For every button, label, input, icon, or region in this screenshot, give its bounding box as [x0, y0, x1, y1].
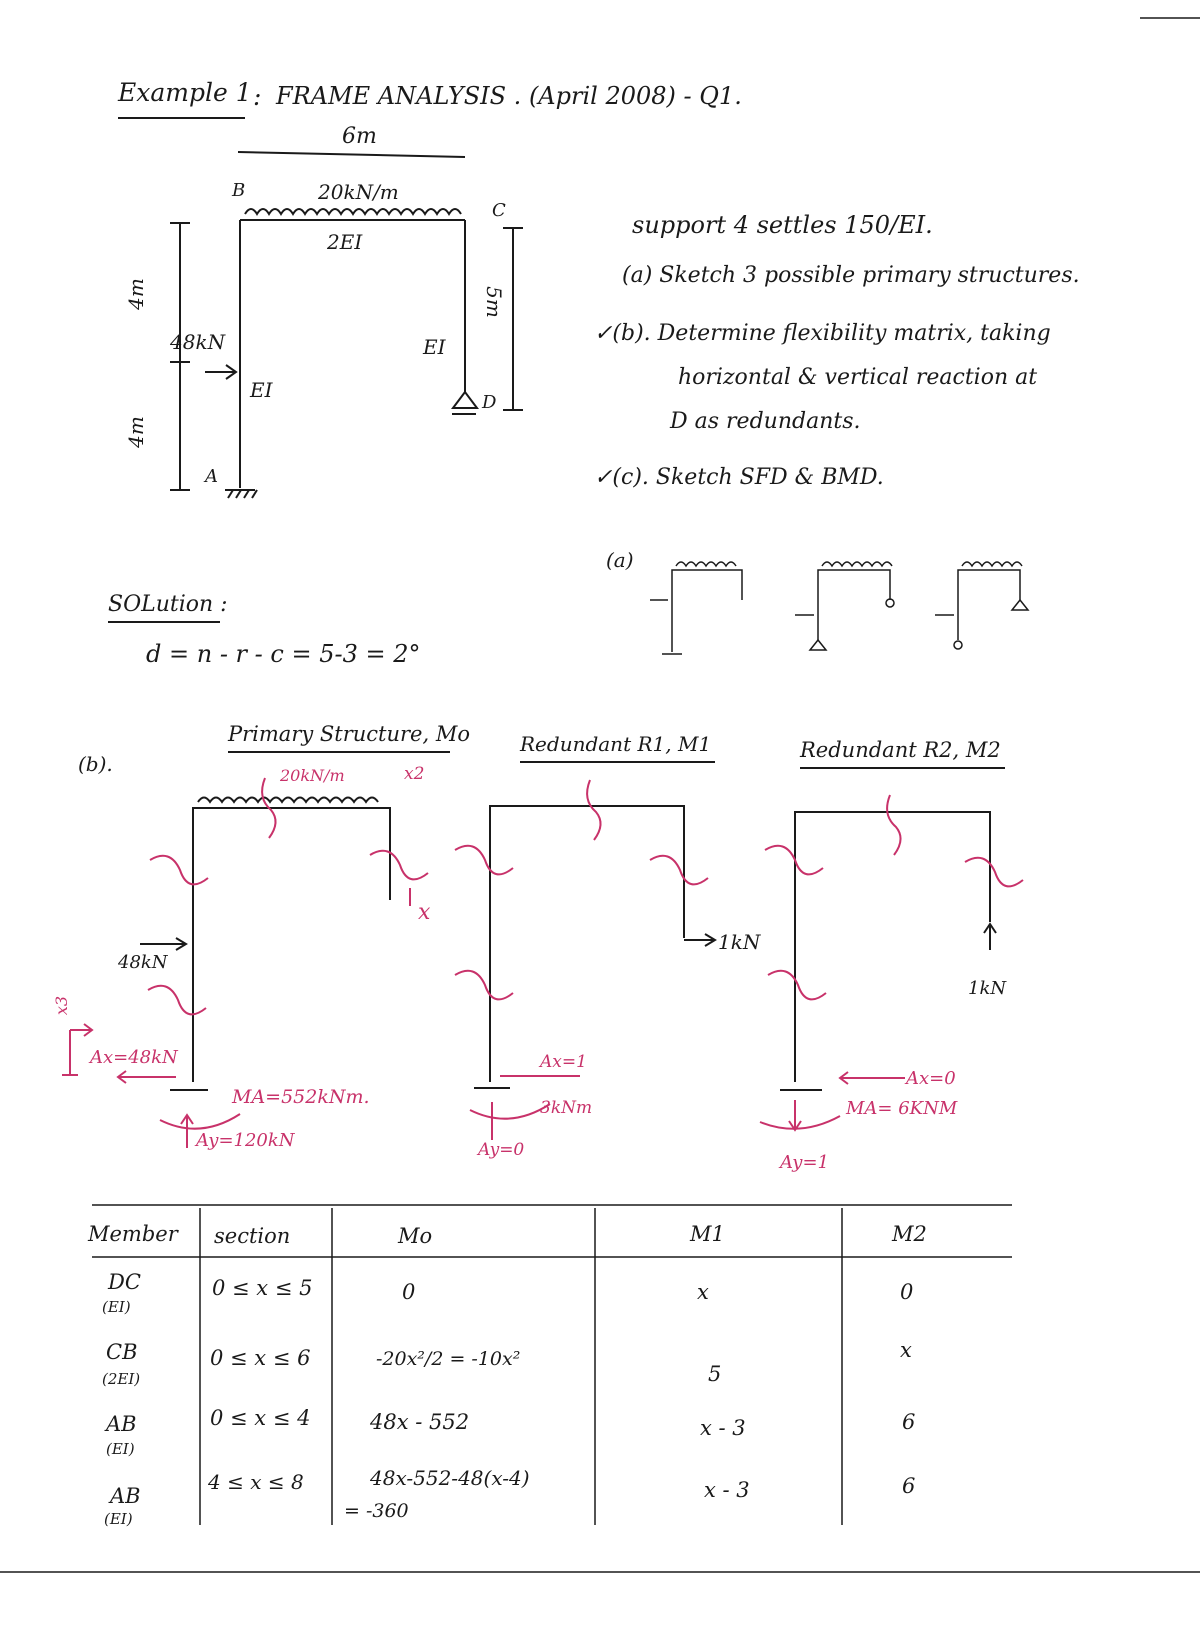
- page-title: FRAME ANALYSIS . (April 2008) - Q1.: [276, 82, 742, 110]
- problem-part-a: (a) Sketch 3 possible primary structures…: [622, 263, 1080, 288]
- row2-stiffness: (2EI): [102, 1370, 141, 1388]
- height-top-label: 4m: [123, 278, 148, 310]
- node-c: C: [492, 200, 506, 221]
- row2-m1: 5: [708, 1362, 722, 1386]
- example-label: Example 1: [118, 78, 252, 107]
- table-header-member: Member: [88, 1222, 178, 1246]
- span-label: 6m: [342, 124, 377, 149]
- row1-mo: 0: [402, 1280, 416, 1304]
- row1-m1: x: [697, 1280, 709, 1304]
- redundant2-frame: [780, 811, 991, 1091]
- dimension-lines: [170, 151, 523, 491]
- row4-member: AB: [110, 1484, 141, 1508]
- row4-mo-result: = -360: [344, 1500, 409, 1522]
- redundant2-title: Redundant R2, M2: [800, 738, 1001, 762]
- node-b: B: [232, 180, 246, 201]
- row2-m2: x: [900, 1338, 912, 1362]
- row3-m1: x - 3: [700, 1416, 746, 1440]
- primary-sketches: [650, 561, 1030, 655]
- redundant1-ma: 3kNm: [540, 1098, 593, 1118]
- table-header-m1: M1: [690, 1222, 725, 1246]
- primary-x3: x3: [52, 995, 72, 1016]
- part-a-label: (a): [606, 548, 634, 572]
- heading-colon: :: [253, 82, 262, 111]
- primary-ma: MA=552kNm.: [232, 1086, 370, 1108]
- unit-loads: [684, 922, 997, 950]
- row3-stiffness: (EI): [106, 1440, 135, 1458]
- row2-member: CB: [106, 1340, 138, 1364]
- primary-x2: x2: [404, 764, 425, 784]
- left-column-stiffness: EI: [250, 378, 273, 402]
- primary-ay: Ay=120kN: [196, 1130, 295, 1151]
- right-column-stiffness: EI: [423, 335, 446, 359]
- moment-annotations: [62, 777, 1024, 1148]
- primary-load-note: 20kN/m: [280, 766, 345, 785]
- primary-ax: Ax=48kN: [90, 1047, 178, 1068]
- primary-title: Primary Structure, Mo: [228, 722, 470, 746]
- table-header-section: section: [214, 1224, 291, 1248]
- redundant2-ma: MA= 6KNM: [846, 1098, 958, 1119]
- primary-x-label: x: [418, 900, 431, 925]
- node-a: A: [205, 466, 218, 487]
- problem-part-b-2: horizontal & vertical reaction at: [678, 365, 1038, 390]
- primary-point-load: 48kN: [118, 952, 168, 973]
- row4-section: 4 ≤ x ≤ 8: [208, 1470, 304, 1494]
- problem-part-b-3: D as redundants.: [670, 409, 861, 434]
- row1-stiffness: (EI): [102, 1298, 131, 1316]
- redundant1-ax: Ax=1: [540, 1052, 587, 1072]
- row2-mo: -20x²/2 = -10x²: [376, 1348, 521, 1370]
- solution-formula: d = n - r - c = 5-3 = 2°: [146, 640, 421, 668]
- row4-m2: 6: [902, 1474, 916, 1498]
- table-lines: [92, 1204, 1012, 1525]
- redundant2-ay: Ay=1: [780, 1152, 829, 1173]
- beam-stiffness: 2EI: [327, 230, 363, 254]
- udl-label: 20kN/m: [318, 180, 399, 204]
- row4-stiffness: (EI): [104, 1510, 133, 1528]
- redundant2-ax: Ax=0: [906, 1068, 956, 1089]
- solution-label: SOLution :: [108, 592, 228, 617]
- redundant1-title: Redundant R1, M1: [520, 732, 712, 756]
- part-b-label: (b).: [78, 752, 113, 776]
- row4-m1: x - 3: [704, 1478, 750, 1502]
- problem-part-b-1: ✓(b). Determine flexibility matrix, taki…: [594, 321, 1051, 346]
- problem-part-c: ✓(c). Sketch SFD & BMD.: [594, 465, 884, 490]
- node-d: D: [482, 392, 497, 413]
- redundant1-load: 1kN: [718, 930, 761, 954]
- row1-m2: 0: [900, 1280, 914, 1304]
- row1-member: DC: [108, 1270, 141, 1294]
- row3-m2: 6: [902, 1410, 916, 1434]
- primary-frame: [140, 796, 391, 1091]
- redundant2-load: 1kN: [968, 978, 1007, 999]
- row1-section: 0 ≤ x ≤ 5: [212, 1276, 313, 1300]
- redundant1-frame: [474, 805, 685, 1089]
- row3-section: 0 ≤ x ≤ 4: [210, 1406, 311, 1430]
- row3-mo: 48x - 552: [370, 1410, 470, 1434]
- row3-member: AB: [106, 1412, 137, 1436]
- right-height-label: 5m: [481, 286, 506, 318]
- redundant1-ay: Ay=0: [478, 1140, 525, 1160]
- row4-mo: 48x-552-48(x-4): [370, 1466, 530, 1490]
- height-bottom-label: 4m: [123, 416, 148, 448]
- row2-section: 0 ≤ x ≤ 6: [210, 1346, 311, 1370]
- problem-support: support 4 settles 150/EI.: [632, 211, 933, 239]
- point-load-label: 48kN: [170, 330, 226, 354]
- table-header-m2: M2: [892, 1222, 927, 1246]
- main-frame: [205, 208, 479, 499]
- table-header-mo: Mo: [398, 1224, 433, 1248]
